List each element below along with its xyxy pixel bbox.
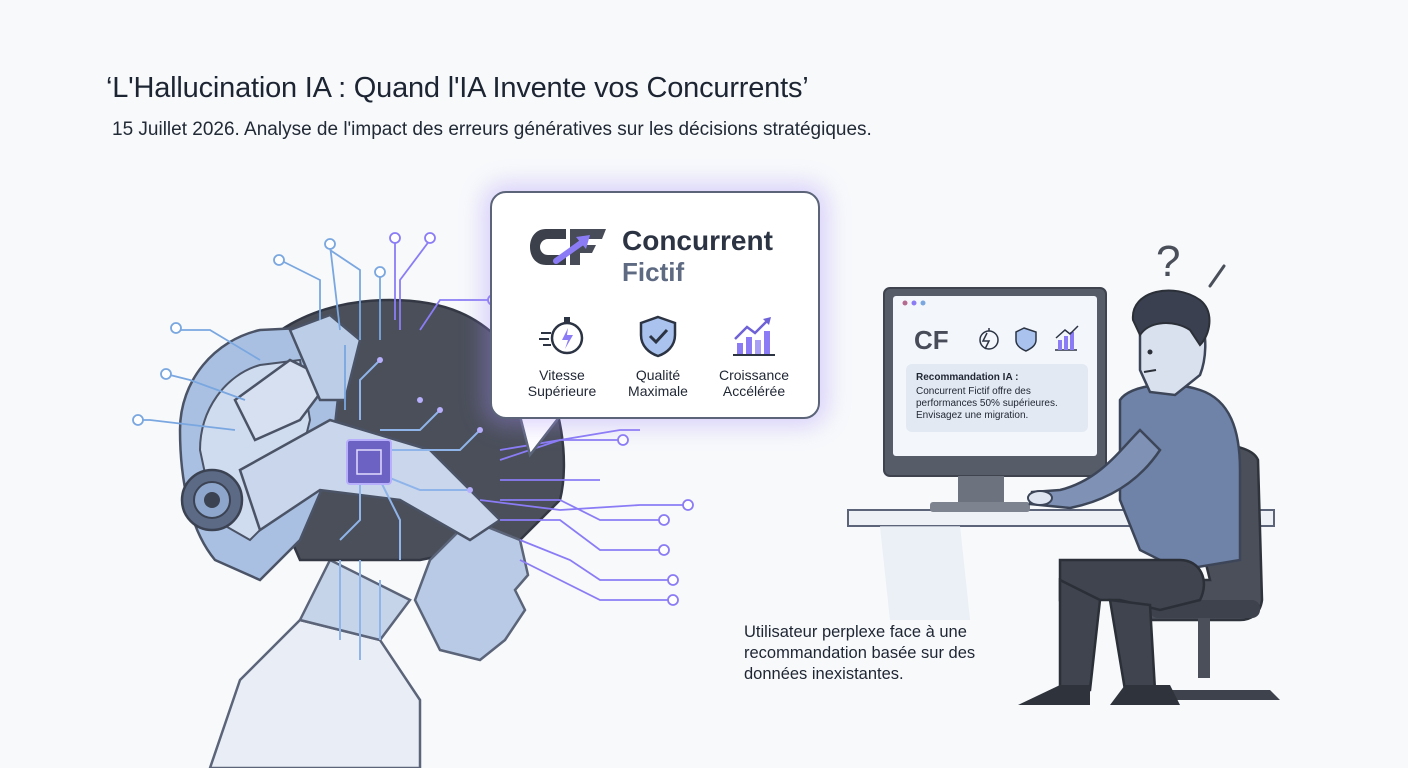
feature-speed-line1: Vitesse (539, 367, 585, 383)
svg-text:CF: CF (914, 325, 949, 355)
feature-speed-line2: Supérieure (527, 383, 597, 399)
feature-growth-line1: Croissance (718, 367, 790, 383)
recommendation-heading: Recommandation IA : (916, 372, 1019, 383)
svg-text:?: ? (1156, 237, 1180, 286)
illustration-caption: Utilisateur perplexe face à une recomman… (744, 623, 976, 683)
robot-head-illustration (178, 298, 566, 768)
feature-quality-line2: Maximale (628, 383, 688, 399)
brand-name-secondary: Fictif (622, 257, 685, 287)
shield-check-icon (639, 315, 677, 358)
circuit-lines (132, 232, 694, 606)
growth-chart-icon (733, 317, 775, 356)
recommendation-text: Concurrent Fictif offre des performances… (916, 386, 1058, 421)
feature-growth-line2: Accélérée (722, 383, 786, 399)
page-title: ‘L'Hallucination IA : Quand l'IA Invente… (106, 72, 809, 104)
recommendation-panel (906, 364, 1088, 432)
feature-quality-line1: Qualité (635, 367, 681, 383)
brand-name: Concurrent (622, 225, 773, 256)
page-subtitle: 15 Juillet 2026. Analyse de l'impact des… (112, 119, 872, 140)
stopwatch-icon (539, 317, 584, 355)
cf-logo-icon (530, 229, 606, 265)
